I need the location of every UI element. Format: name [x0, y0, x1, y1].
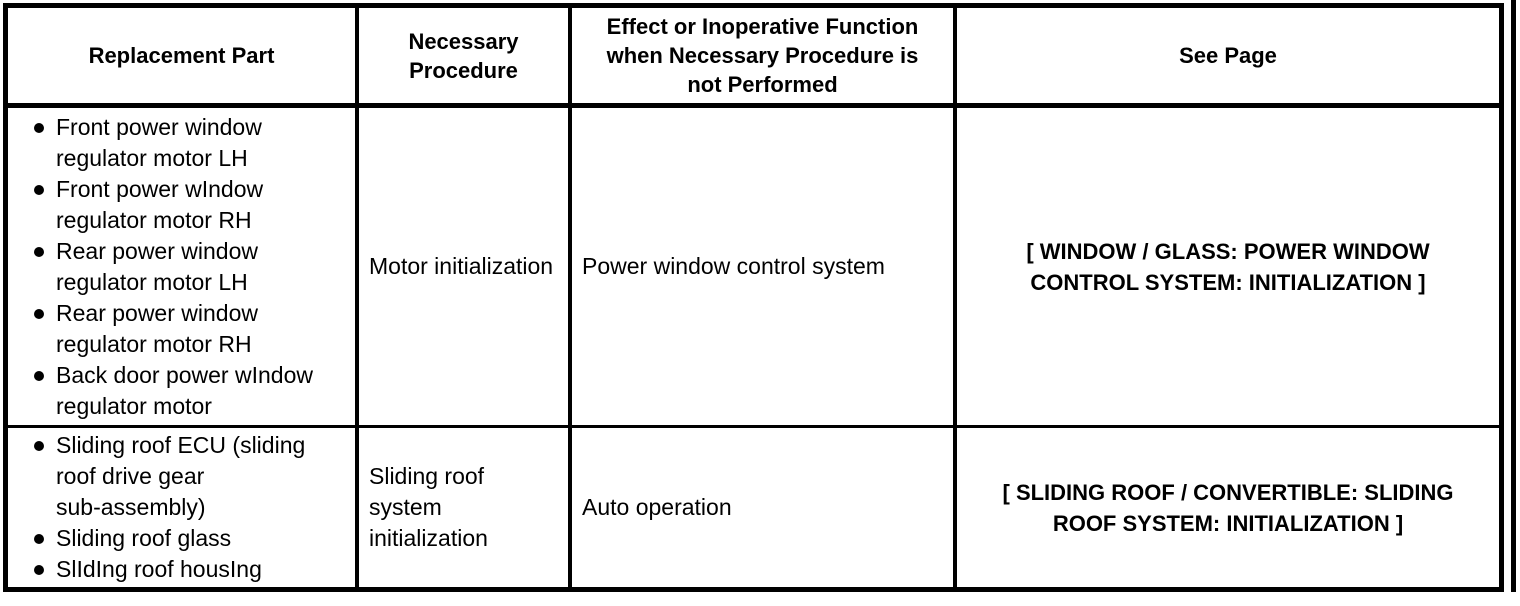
- list-item: Rear power window regulator motor RH: [18, 298, 349, 360]
- cell-see-page: [ SLIDING ROOF / CONVERTIBLE: SLIDING RO…: [955, 427, 1499, 587]
- part-text-line: regulator motor LH: [56, 268, 248, 295]
- list-item: SlIdIng roof housIng: [18, 554, 349, 585]
- header-text-effect-line2: when Necessary Procedure is: [606, 43, 919, 68]
- bullet-icon: [34, 370, 44, 381]
- list-item: Front power wIndow regulator motor RH: [18, 174, 349, 236]
- effect-text: Power window control system: [582, 253, 885, 280]
- part-text-line: regulator motor LH: [56, 144, 248, 171]
- part-text-line: Rear power window: [56, 299, 258, 326]
- see-page-text-line: [ WINDOW / GLASS: POWER WINDOW: [1026, 238, 1430, 264]
- bullet-icon: [34, 534, 44, 545]
- table-body: Front power window regulator motor LH Fr…: [8, 105, 1499, 587]
- bullet-icon: [34, 441, 44, 452]
- part-text-line: Front power window: [56, 113, 262, 140]
- see-page-text-line: CONTROL SYSTEM: INITIALIZATION ]: [1030, 269, 1426, 295]
- header-row: Replacement Part Necessary Procedure Eff…: [8, 8, 1499, 108]
- part-text-line: regulator motor: [56, 392, 212, 419]
- cell-see-page: [ WINDOW / GLASS: POWER WINDOW CONTROL S…: [955, 105, 1499, 429]
- table-row: Sliding roof ECU (sliding roof drive gea…: [8, 426, 1499, 587]
- bullet-icon: [34, 308, 44, 319]
- column-header-necessary-procedure: Necessary Procedure: [357, 8, 572, 108]
- list-item: Front power window regulator motor LH: [18, 112, 349, 174]
- procedure-text-line: system: [369, 494, 442, 521]
- list-item: Sliding roof ECU (sliding roof drive gea…: [18, 430, 349, 523]
- bullet-icon: [34, 246, 44, 257]
- header-text-effect-line1: Effect or Inoperative Function: [606, 14, 919, 39]
- header-text-effect-line3: not Performed: [687, 72, 838, 97]
- procedure-text: Motor initialization: [369, 253, 554, 280]
- part-text-line: Sliding roof ECU (sliding: [56, 432, 306, 459]
- see-page-text-line: [ SLIDING ROOF / CONVERTIBLE: SLIDING: [1002, 479, 1454, 505]
- page-edge-rule: [1511, 0, 1516, 592]
- procedure-text-line: Sliding roof: [369, 463, 485, 490]
- header-text-replacement-part: Replacement Part: [88, 43, 275, 68]
- replacement-part-table: Replacement Part Necessary Procedure Eff…: [8, 8, 1499, 587]
- cell-necessary-procedure: Motor initialization: [357, 105, 572, 429]
- procedure-text-line: initialization: [369, 525, 488, 552]
- table-row: Front power window regulator motor LH Fr…: [8, 105, 1499, 429]
- part-text-line: roof drive gear: [56, 463, 205, 490]
- cell-replacement-part: Sliding roof ECU (sliding roof drive gea…: [8, 426, 359, 587]
- cell-necessary-procedure: Sliding roof system initialization: [357, 426, 572, 587]
- column-header-replacement-part: Replacement Part: [8, 8, 359, 108]
- part-text-line: Sliding roof glass: [56, 525, 232, 552]
- part-list: Sliding roof ECU (sliding roof drive gea…: [18, 430, 349, 585]
- cell-effect: Power window control system: [570, 105, 957, 429]
- part-list: Front power window regulator motor LH Fr…: [18, 112, 349, 422]
- list-item: Rear power window regulator motor LH: [18, 236, 349, 298]
- list-item: Sliding roof glass: [18, 523, 349, 554]
- parts-table-frame: Replacement Part Necessary Procedure Eff…: [3, 3, 1504, 592]
- part-text-line: regulator motor RH: [56, 330, 252, 357]
- part-text-line: regulator motor RH: [56, 206, 252, 233]
- bullet-icon: [34, 184, 44, 195]
- part-text-line: Back door power wIndow: [56, 361, 313, 388]
- see-page-text-line: ROOF SYSTEM: INITIALIZATION ]: [1052, 510, 1404, 536]
- bullet-icon: [34, 565, 44, 576]
- header-text-necessary-procedure-line2: Procedure: [409, 57, 518, 83]
- table-header: Replacement Part Necessary Procedure Eff…: [8, 8, 1499, 108]
- header-text-see-page: See Page: [1179, 43, 1277, 68]
- column-header-effect-inoperative: Effect or Inoperative Function when Nece…: [570, 8, 957, 108]
- list-item: Back door power wIndow regulator motor: [18, 360, 349, 422]
- part-text-line: SlIdIng roof housIng: [56, 556, 262, 583]
- cell-replacement-part: Front power window regulator motor LH Fr…: [8, 105, 359, 429]
- cell-effect: Auto operation: [570, 426, 957, 587]
- effect-text: Auto operation: [582, 494, 732, 521]
- header-text-necessary-procedure-line1: Necessary: [408, 28, 519, 54]
- bullet-icon: [34, 122, 44, 133]
- part-text-line: sub-assembly): [56, 494, 206, 521]
- part-text-line: Front power wIndow: [56, 175, 264, 202]
- part-text-line: Rear power window: [56, 237, 258, 264]
- column-header-see-page: See Page: [955, 8, 1499, 108]
